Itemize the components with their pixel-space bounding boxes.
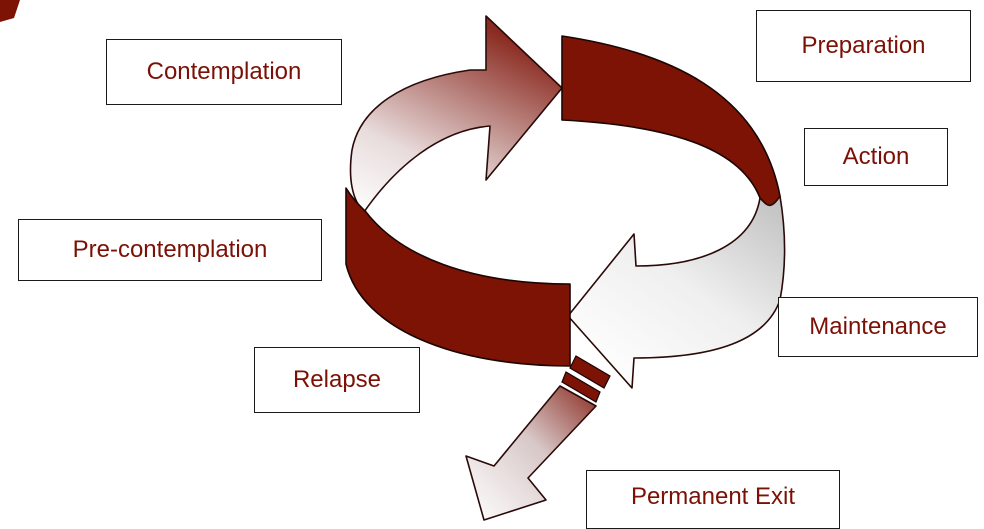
- preparation-action-band: [561, 35, 781, 207]
- stage-relapse: Relapse: [254, 347, 420, 413]
- stage-action-label: Action: [842, 143, 910, 170]
- exit-stripe-2: [561, 371, 601, 403]
- stage-preparation-label: Preparation: [801, 32, 926, 59]
- stage-precontemplation-label: Pre-contemplation: [72, 236, 268, 263]
- stage-contemplation: Contemplation: [106, 39, 342, 105]
- stage-maintenance: Maintenance: [778, 297, 978, 357]
- contemplation-arrow: [349, 15, 563, 213]
- exit-stripe-1: [569, 355, 611, 389]
- stage-relapse-label: Relapse: [292, 366, 382, 393]
- precontemplation-relapse-band: [345, 187, 571, 367]
- stage-maintenance-label: Maintenance: [809, 313, 947, 340]
- stage-permanent-exit: Permanent Exit: [586, 470, 840, 529]
- stage-action: Action: [804, 128, 948, 186]
- stage-permanent-exit-label: Permanent Exit: [630, 483, 796, 510]
- permanent-exit-arrow: [465, 385, 597, 521]
- maintenance-arrow: [567, 195, 786, 389]
- stage-contemplation-label: Contemplation: [146, 58, 302, 85]
- stage-precontemplation: Pre-contemplation: [18, 219, 322, 281]
- top-left-fragment: [0, 0, 20, 22]
- stage-preparation: Preparation: [756, 10, 971, 82]
